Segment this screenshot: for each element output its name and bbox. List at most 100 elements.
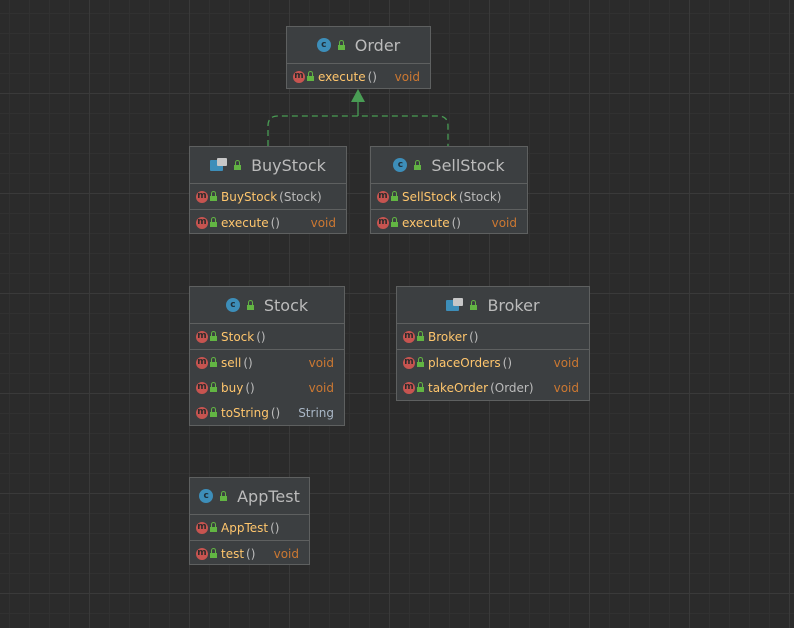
- public-visibility-icon: [414, 159, 422, 170]
- method-name: AppTest: [221, 520, 269, 535]
- method-params: (): [256, 329, 266, 344]
- method-name: execute: [221, 215, 269, 230]
- class-name: SellStock: [431, 155, 505, 175]
- method-row[interactable]: m Broker(): [397, 324, 589, 349]
- public-visibility-icon: [417, 357, 424, 367]
- method-name: sell: [221, 355, 242, 370]
- method-params: (): [245, 380, 255, 395]
- members-section: m placeOrders() void m takeOrder(Order) void: [397, 350, 589, 400]
- method-params: (): [469, 329, 479, 344]
- method-row[interactable]: m placeOrders() void: [397, 350, 589, 375]
- method-row[interactable]: m execute() void: [190, 210, 346, 235]
- method-name: BuyStock: [221, 189, 278, 204]
- method-icon: m: [403, 356, 415, 369]
- method-icon: m: [196, 356, 208, 369]
- return-type: void: [273, 546, 299, 561]
- class-name: AppTest: [237, 486, 300, 506]
- method-params: (): [502, 355, 513, 370]
- public-visibility-icon: [210, 407, 217, 417]
- method-params: (Stock): [458, 189, 502, 204]
- public-visibility-icon: [210, 548, 217, 558]
- method-icon: m: [403, 381, 415, 394]
- public-visibility-icon: [210, 522, 217, 532]
- public-visibility-icon: [234, 159, 242, 170]
- public-visibility-icon: [417, 331, 424, 341]
- class-name: Broker: [487, 295, 540, 315]
- test-class-icon: [446, 298, 464, 312]
- method-icon: m: [196, 381, 208, 394]
- return-type: void: [491, 215, 517, 230]
- method-icon: m: [377, 216, 389, 229]
- method-params: (): [270, 405, 281, 420]
- return-type: void: [310, 215, 336, 230]
- method-params: (): [270, 215, 280, 230]
- method-row[interactable]: m takeOrder(Order) void: [397, 375, 589, 400]
- public-visibility-icon: [470, 299, 478, 310]
- method-name: toString: [221, 405, 269, 420]
- test-class-icon: [210, 158, 228, 172]
- method-params: (): [246, 546, 256, 561]
- public-visibility-icon: [337, 39, 345, 50]
- public-visibility-icon: [220, 490, 228, 501]
- public-visibility-icon: [210, 357, 217, 367]
- method-icon: m: [196, 216, 208, 229]
- class-name: Order: [354, 35, 401, 55]
- class-icon: c: [225, 298, 240, 312]
- return-type: void: [553, 380, 579, 395]
- method-params: (Stock): [279, 189, 322, 204]
- public-visibility-icon: [391, 191, 398, 201]
- method-name: execute: [318, 69, 366, 84]
- method-params: (): [270, 520, 280, 535]
- method-name: Broker: [428, 329, 468, 344]
- return-type: void: [308, 355, 334, 370]
- method-icon: m: [293, 70, 305, 83]
- method-icon: m: [403, 330, 415, 343]
- implements-edge-buystock: [267, 115, 449, 146]
- method-name: SellStock: [402, 189, 457, 204]
- method-params: (): [367, 69, 377, 84]
- public-visibility-icon: [417, 382, 424, 392]
- method-name: placeOrders: [428, 355, 501, 370]
- class-header: Broker: [397, 287, 589, 324]
- public-visibility-icon: [307, 71, 314, 81]
- class-header: BuyStock: [190, 147, 346, 184]
- method-name: takeOrder: [428, 380, 489, 395]
- public-visibility-icon: [210, 331, 217, 341]
- method-params: (Order): [490, 380, 534, 395]
- members-section: m Broker(): [397, 324, 589, 350]
- implements-arrowhead: [351, 89, 365, 102]
- public-visibility-icon: [210, 217, 217, 227]
- public-visibility-icon: [210, 382, 217, 392]
- class-name: Stock: [263, 295, 309, 315]
- class-name: BuyStock: [251, 155, 326, 175]
- method-params: (): [243, 355, 253, 370]
- return-type: void: [553, 355, 579, 370]
- method-name: test: [221, 546, 245, 561]
- class-icon: c: [316, 38, 331, 52]
- method-name: Stock: [221, 329, 255, 344]
- public-visibility-icon: [210, 191, 217, 201]
